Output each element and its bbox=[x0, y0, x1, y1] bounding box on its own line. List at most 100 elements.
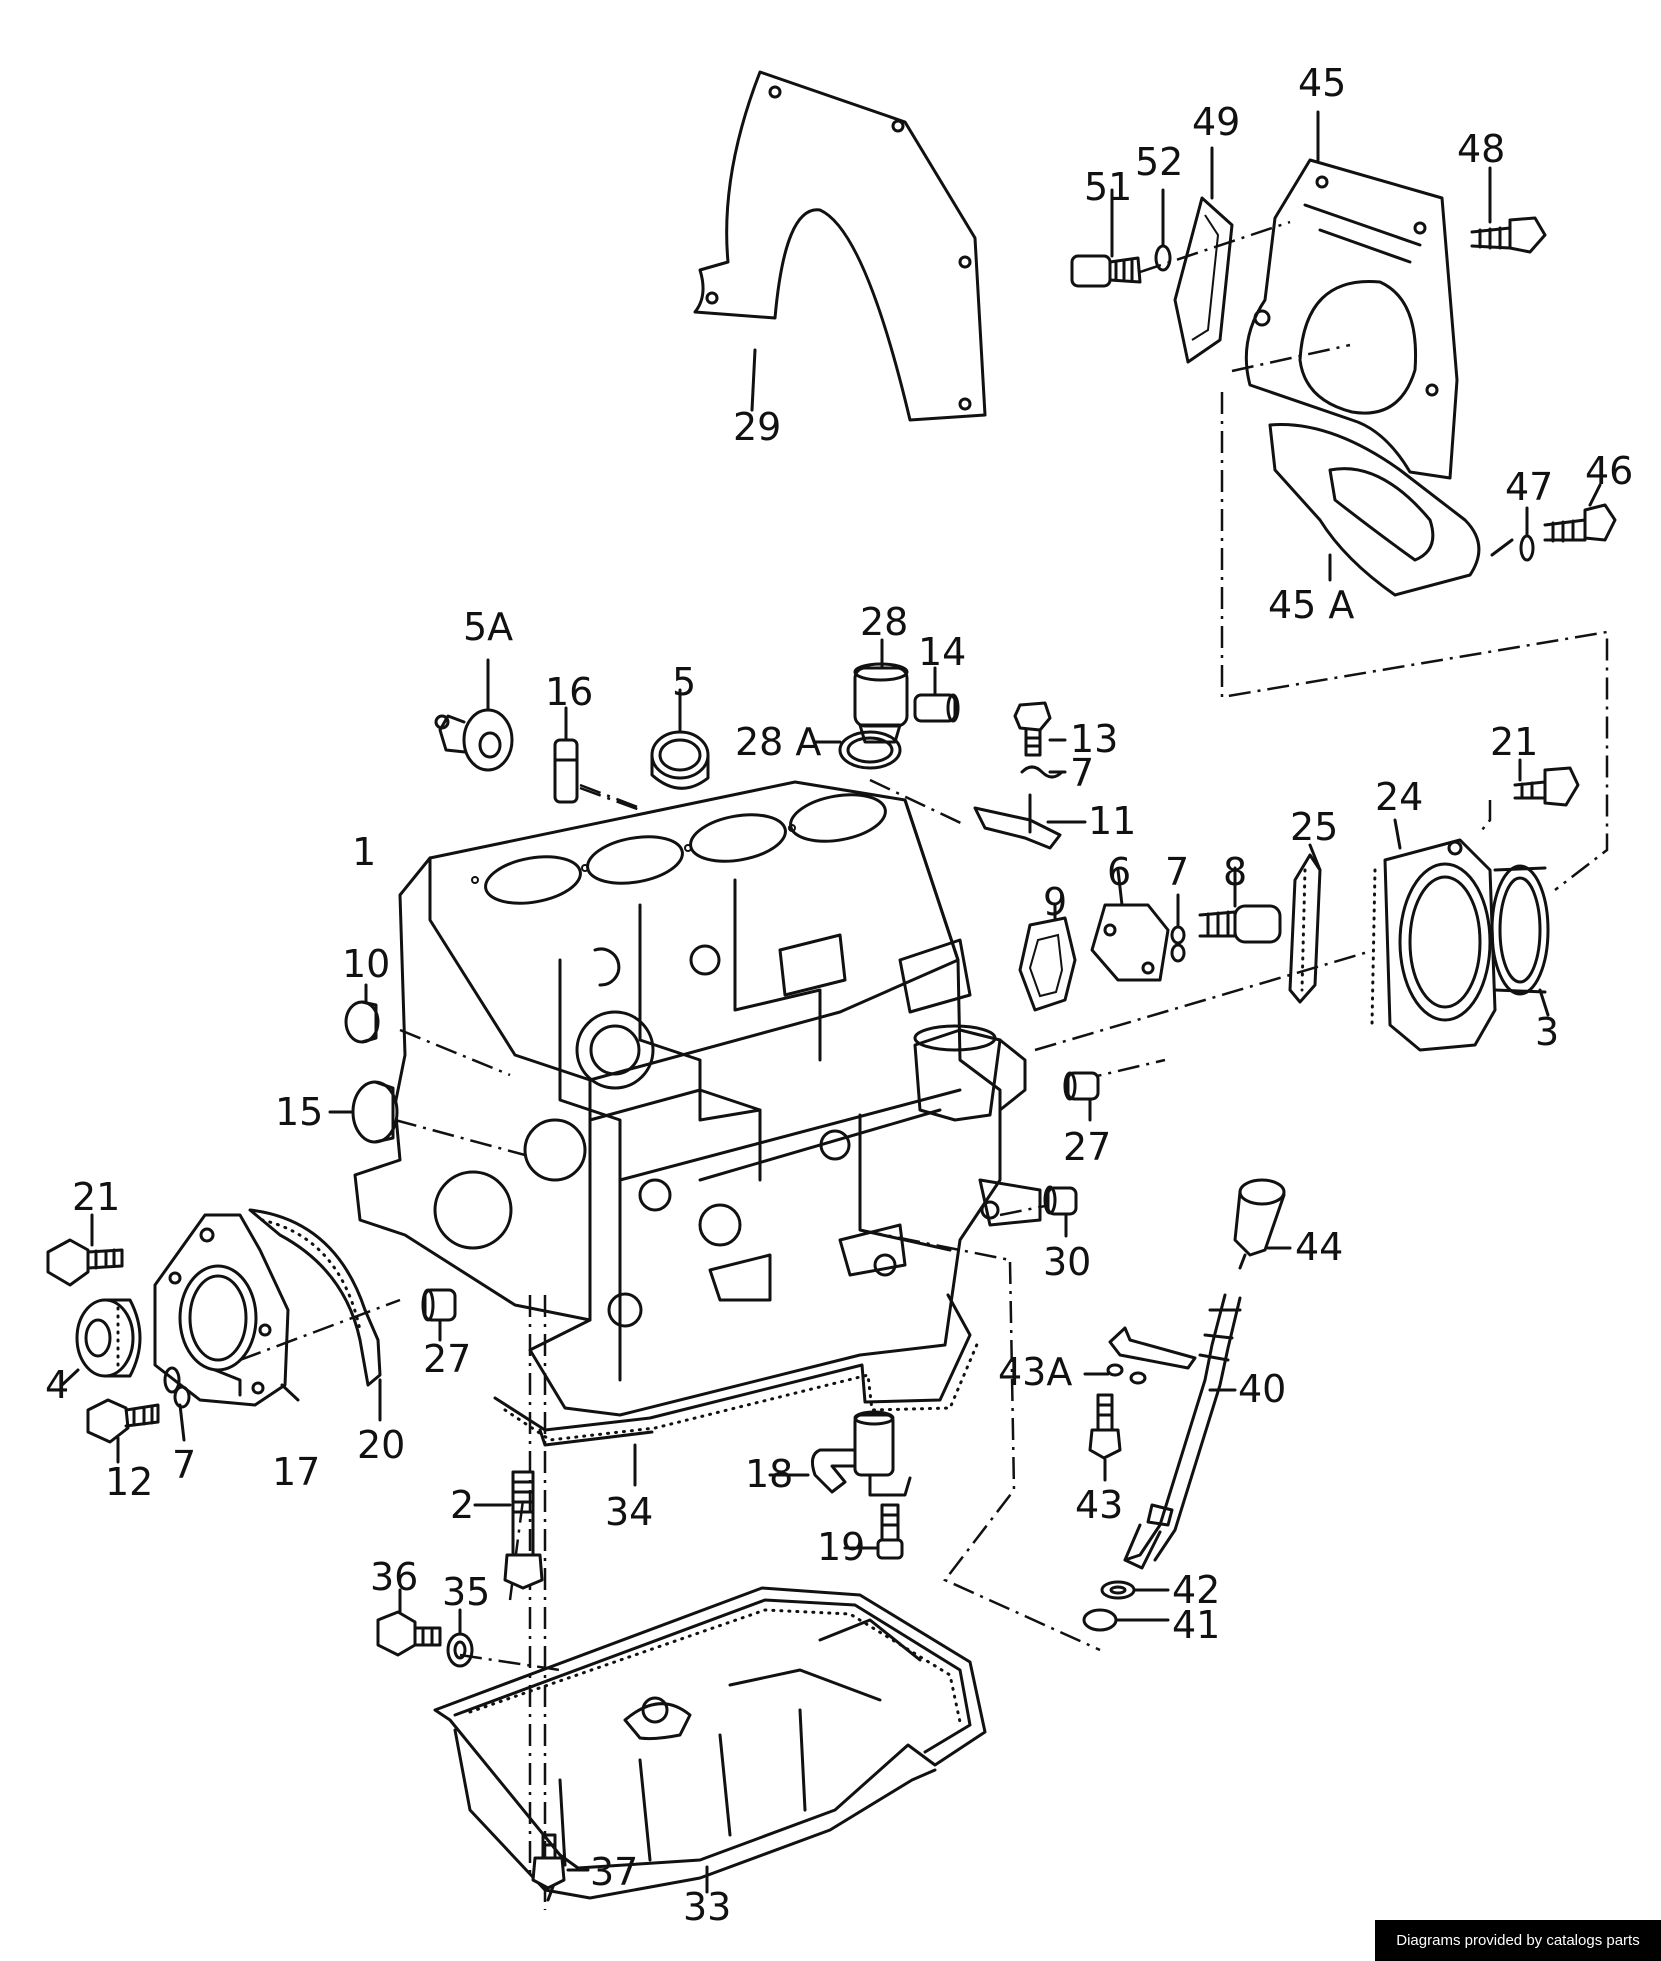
part-35-washer bbox=[446, 1608, 474, 1668]
part-27-dowels bbox=[421, 1071, 1100, 1342]
callout-6: 6 bbox=[1107, 850, 1131, 894]
part-19-bolt bbox=[843, 1503, 904, 1560]
part-4-seal bbox=[60, 1298, 142, 1387]
callout-13: 13 bbox=[1070, 717, 1118, 761]
callout-14: 14 bbox=[918, 630, 966, 674]
callout-45: 45 bbox=[1298, 61, 1346, 105]
callout-43: 43 bbox=[1075, 1483, 1123, 1527]
callout-42: 42 bbox=[1172, 1568, 1220, 1612]
hardware-51-52-48-46-47 bbox=[1070, 166, 1617, 562]
part-29-cover-plate bbox=[693, 70, 987, 422]
part-7-washer-upper bbox=[1020, 765, 1067, 779]
callout-15: 15 bbox=[275, 1090, 323, 1134]
callout-28: 28 bbox=[860, 600, 908, 644]
part-45-rear-seal-flange bbox=[1231, 110, 1459, 480]
part-11-bracket bbox=[973, 793, 1087, 850]
callout-27-left: 27 bbox=[423, 1337, 471, 1381]
callout-30: 30 bbox=[1043, 1240, 1091, 1284]
part-17-seal-flange bbox=[153, 1213, 300, 1407]
callout-9: 9 bbox=[1043, 880, 1067, 924]
callout-29: 29 bbox=[733, 405, 781, 449]
part-20-gasket bbox=[248, 1208, 382, 1422]
part-5-bushing bbox=[650, 688, 710, 790]
callout-44: 44 bbox=[1295, 1225, 1343, 1269]
callout-3: 3 bbox=[1535, 1010, 1559, 1054]
callout-24: 24 bbox=[1375, 775, 1423, 819]
part-28-cap bbox=[853, 638, 960, 744]
callout-21-rear: 21 bbox=[1490, 720, 1538, 764]
part-24-seal-flange bbox=[1370, 818, 1497, 1052]
callout-25: 25 bbox=[1290, 805, 1338, 849]
part-25-gasket bbox=[1288, 843, 1322, 1004]
part-28a-o-ring bbox=[813, 730, 902, 770]
part-18-fitting bbox=[768, 1410, 912, 1497]
callout-36: 36 bbox=[370, 1555, 418, 1599]
callout-18: 18 bbox=[745, 1452, 793, 1496]
callout-33: 33 bbox=[683, 1885, 731, 1929]
part-3-seal-ring bbox=[1490, 864, 1550, 1017]
callout-12: 12 bbox=[105, 1460, 153, 1504]
part-16-dowel bbox=[553, 706, 641, 810]
callout-20: 20 bbox=[357, 1423, 405, 1467]
part-21-bolt-front bbox=[46, 1213, 124, 1287]
callout-46: 46 bbox=[1585, 449, 1633, 493]
callout-5a: 5A bbox=[463, 605, 513, 649]
part-6-cover bbox=[1090, 868, 1170, 982]
callout-labels: 29 45 49 52 51 48 47 46 45 A 5A 16 5 28 … bbox=[45, 61, 1633, 1929]
callout-1: 1 bbox=[352, 830, 376, 874]
part-43a-bracket bbox=[1083, 1326, 1197, 1385]
callout-7-mid: 7 bbox=[1165, 850, 1189, 894]
callout-51: 51 bbox=[1084, 165, 1132, 209]
callout-40: 40 bbox=[1238, 1367, 1286, 1411]
part-10-plug bbox=[344, 983, 380, 1044]
callout-19: 19 bbox=[817, 1525, 865, 1569]
part-15-plug bbox=[328, 1080, 399, 1144]
part-43-bolt bbox=[1088, 1393, 1122, 1482]
part-45a-gasket bbox=[1268, 423, 1481, 597]
part-2-bolt bbox=[473, 1470, 544, 1590]
callout-16: 16 bbox=[545, 670, 593, 714]
part-37-bolt bbox=[531, 1833, 590, 1890]
part-7-washer-front bbox=[163, 1366, 191, 1442]
part-7-washer bbox=[1170, 893, 1186, 963]
callout-4: 4 bbox=[45, 1363, 69, 1407]
alignment-lines bbox=[239, 392, 1609, 1910]
part-44-dipstick-handle bbox=[1233, 1178, 1292, 1270]
part-5a-intermediate-shaft-plug bbox=[434, 658, 514, 772]
callout-17: 17 bbox=[272, 1450, 320, 1494]
part-41-o-ring bbox=[1082, 1608, 1170, 1632]
part-34-oil-pan-gasket bbox=[493, 1293, 980, 1487]
part-33-oil-pan bbox=[433, 1586, 987, 1902]
part-1-cylinder-block bbox=[353, 780, 1042, 1417]
part-36-drain-plug bbox=[376, 1588, 442, 1657]
callout-49: 49 bbox=[1192, 100, 1240, 144]
part-12-bolt bbox=[86, 1398, 160, 1464]
callout-41: 41 bbox=[1172, 1603, 1220, 1647]
callout-27-right: 27 bbox=[1063, 1125, 1111, 1169]
part-9-gasket bbox=[1018, 903, 1077, 1012]
part-42-washer bbox=[1100, 1580, 1170, 1600]
callout-35: 35 bbox=[442, 1570, 490, 1614]
part-30-dowel bbox=[1043, 1185, 1078, 1238]
callout-45a: 45 A bbox=[1268, 583, 1354, 627]
callout-8: 8 bbox=[1223, 850, 1247, 894]
callout-7-top: 7 bbox=[1070, 751, 1094, 795]
part-40-guide-tube bbox=[1123, 1293, 1242, 1570]
callout-2: 2 bbox=[450, 1483, 474, 1527]
callout-7-front: 7 bbox=[172, 1443, 196, 1487]
callout-48: 48 bbox=[1457, 127, 1505, 171]
callout-5: 5 bbox=[672, 660, 696, 704]
part-49-gasket bbox=[1173, 146, 1234, 364]
callout-47: 47 bbox=[1505, 465, 1553, 509]
diagram-credit-badge: Diagrams provided by catalogs parts bbox=[1375, 1920, 1661, 1961]
part-21-bolt-rear bbox=[1481, 758, 1580, 831]
callout-52: 52 bbox=[1135, 140, 1183, 184]
callout-43a: 43A bbox=[998, 1350, 1072, 1394]
callout-11: 11 bbox=[1088, 799, 1136, 843]
callout-37: 37 bbox=[590, 1850, 638, 1894]
callout-28a: 28 A bbox=[735, 720, 821, 764]
part-13-screw bbox=[1013, 701, 1067, 757]
callout-21-front: 21 bbox=[72, 1175, 120, 1219]
part-8-bolt bbox=[1198, 866, 1282, 944]
